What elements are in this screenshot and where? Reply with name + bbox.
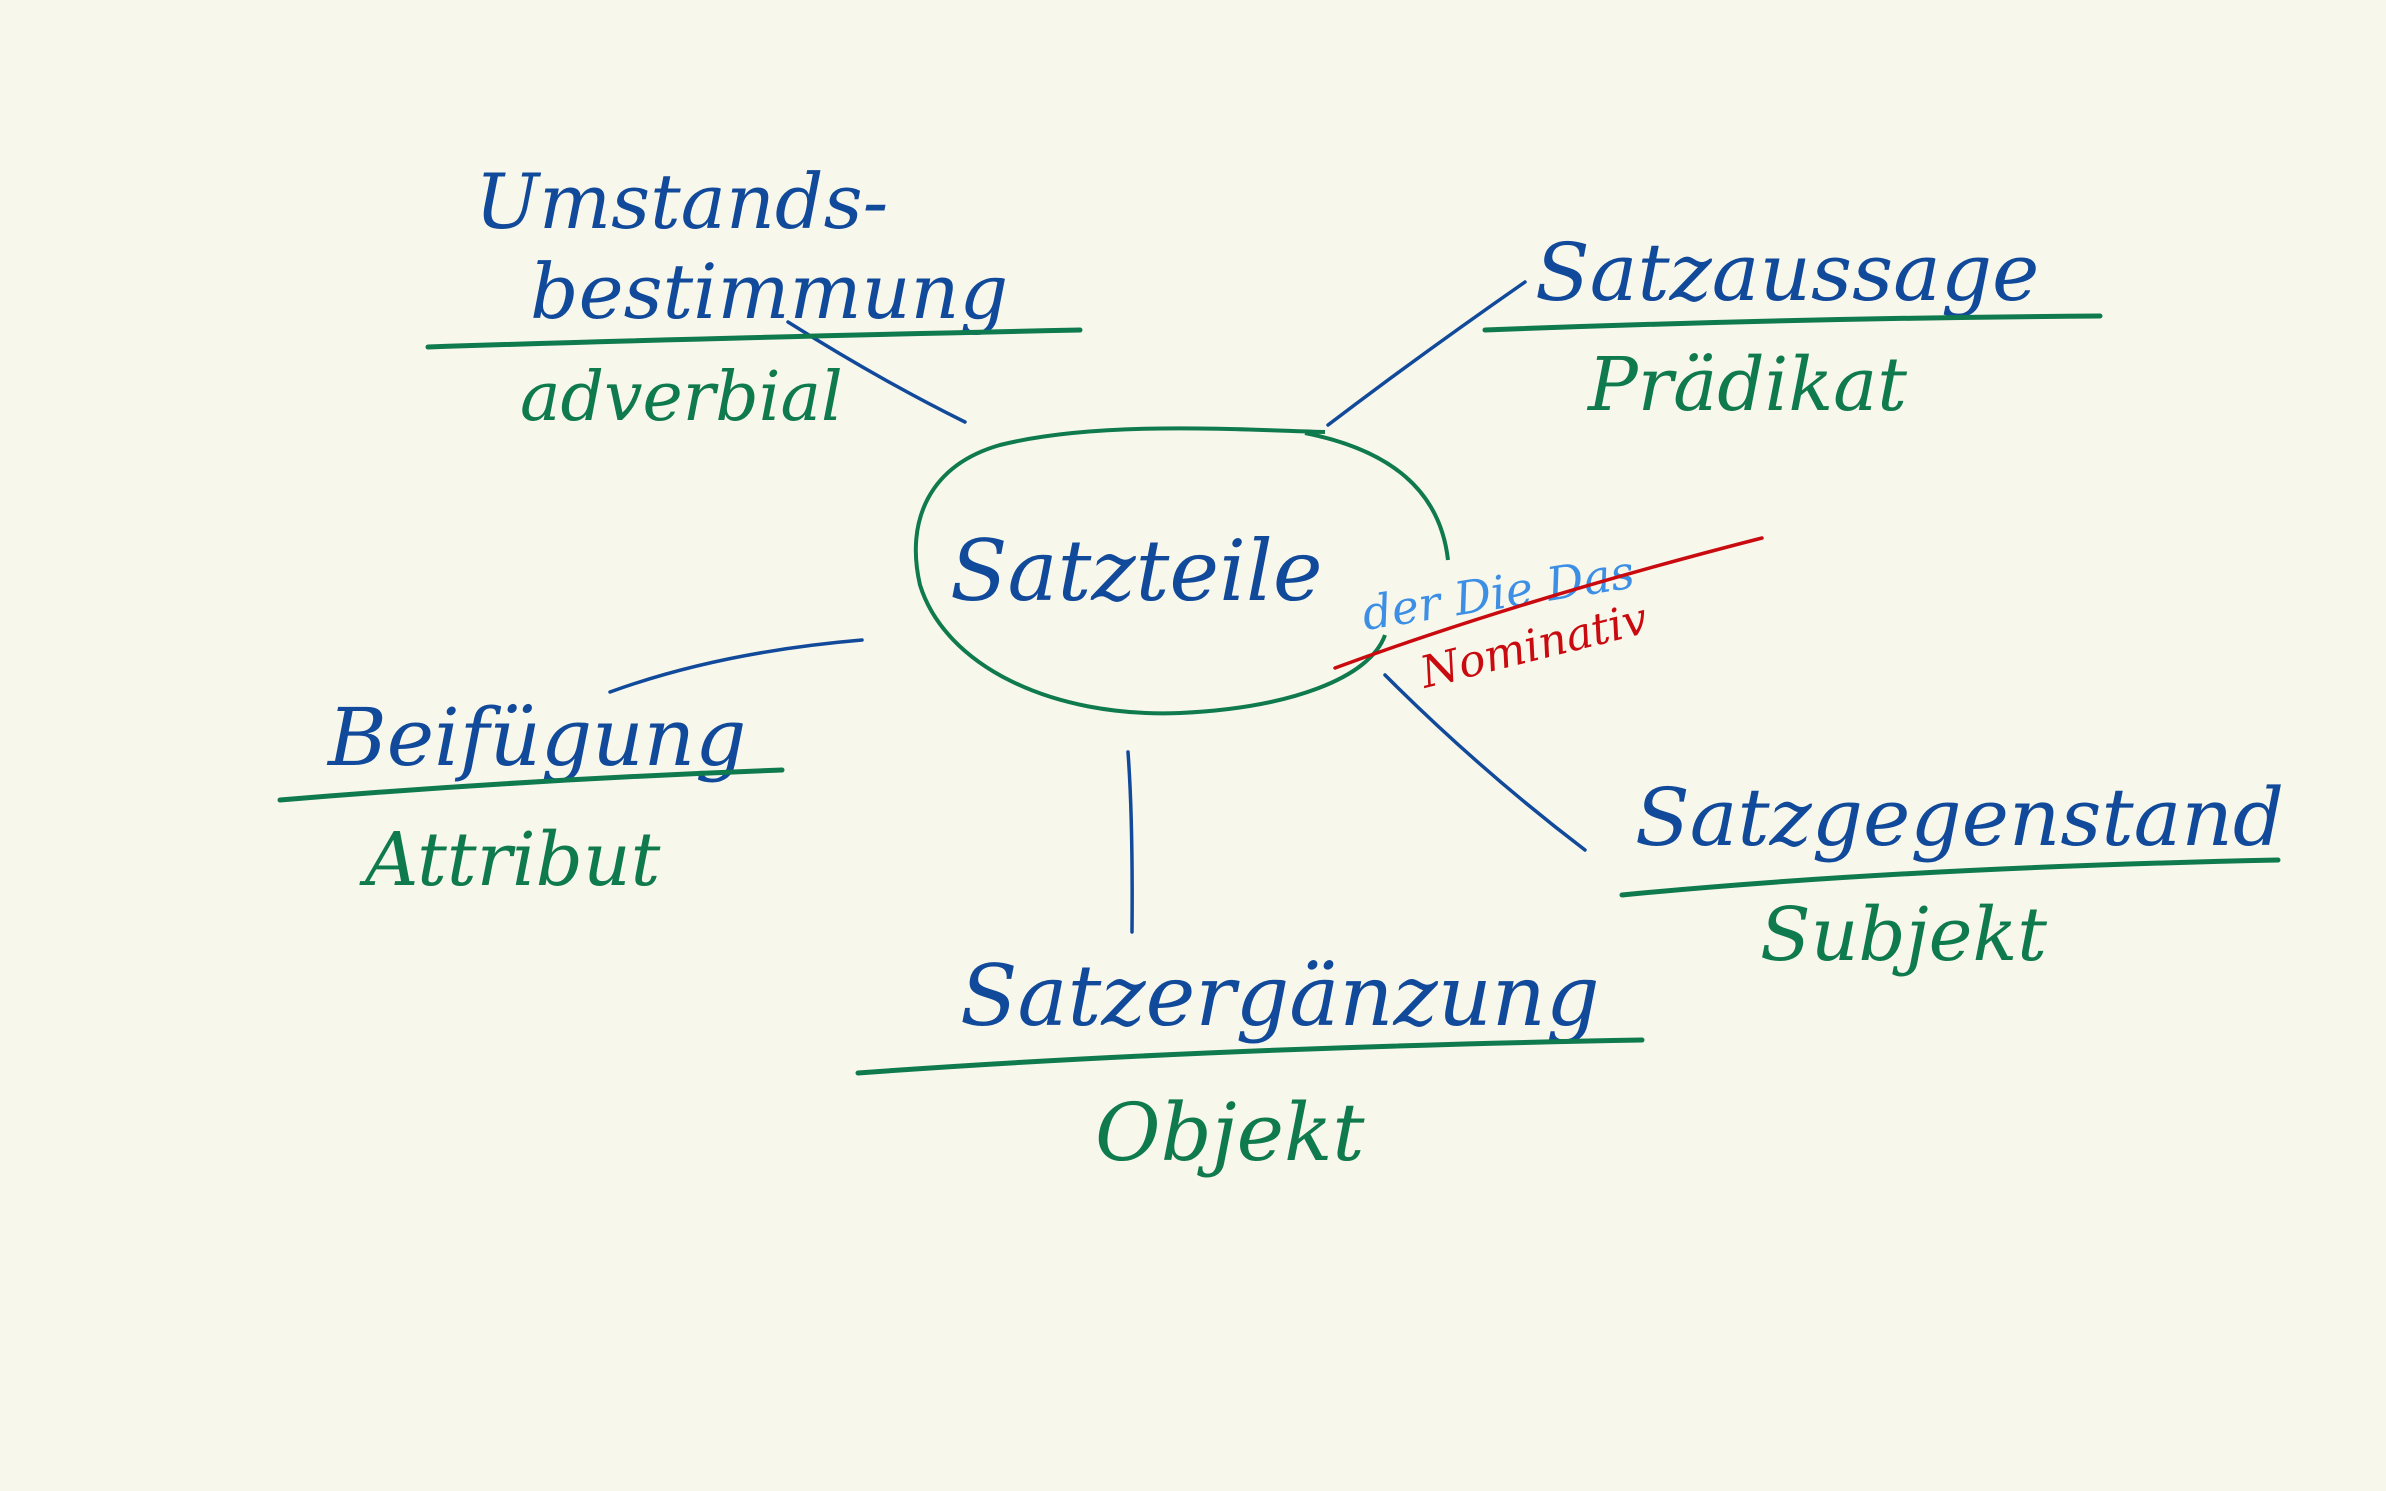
praedikat-label: Prädikat [1586, 342, 1907, 428]
adverbial-label: adverbial [520, 358, 843, 437]
umstandsbestimmung-label-line1: Umstands- [475, 157, 888, 246]
satzergaenzung-underline [855, 1037, 1645, 1076]
attribut-label: Attribut [359, 817, 661, 903]
satzaussage-underline [1482, 313, 2103, 333]
satzgegenstand-underline [1619, 857, 2281, 898]
connector-beifuegung [608, 638, 864, 694]
objekt-label: Objekt [1095, 1086, 1365, 1179]
umstandsbestimmung-underline [425, 327, 1083, 350]
satzgegenstand-label: Satzgegenstand [1635, 771, 2284, 864]
center-label: Satzteile [950, 522, 1323, 620]
center-ellipse-tail [1304, 431, 1450, 561]
connector-satzaussage [1326, 280, 1527, 427]
beifuegung-label: Beifügung [326, 691, 746, 784]
satzergaenzung-label: Satzergänzung [960, 947, 1600, 1045]
strike-through-line [1333, 536, 1764, 670]
beifuegung-underline [277, 767, 785, 803]
connector-satzergaenzung [1126, 750, 1134, 934]
subjekt-label: Subjekt [1760, 892, 2047, 978]
center-ellipse [913, 426, 1387, 716]
connector-satzgegenstand [1383, 673, 1587, 852]
satzaussage-label: Satzaussage [1535, 226, 2039, 319]
umstandsbestimmung-label-line2: bestimmung [530, 247, 1008, 336]
